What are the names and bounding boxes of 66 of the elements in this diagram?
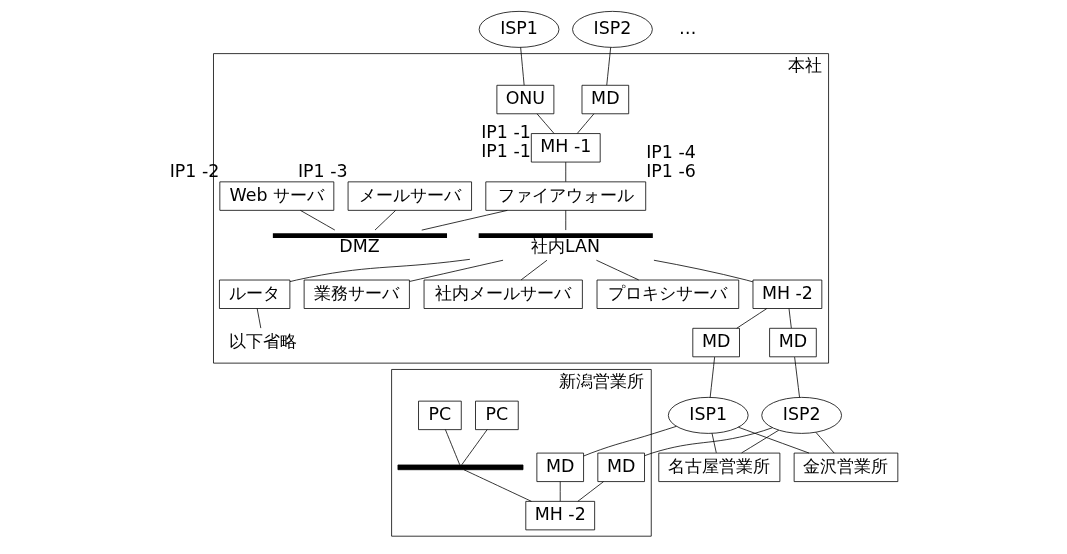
connector: [256, 308, 262, 329]
connector: [409, 259, 504, 282]
node-box: PC: [418, 400, 462, 431]
label: …: [678, 17, 697, 38]
node-box: 社内メールサーバ: [423, 279, 583, 309]
node-box: MH -1: [530, 133, 601, 163]
connector: [520, 259, 548, 281]
connector: [606, 47, 612, 86]
node-box: 金沢営業所: [793, 452, 899, 482]
connector: [559, 481, 561, 502]
connector: [445, 429, 461, 466]
connector: [565, 210, 567, 231]
connector: [577, 481, 604, 502]
node-ellipse: ISP1: [478, 10, 560, 48]
node-box: MD: [581, 84, 630, 115]
connector: [794, 356, 800, 398]
connector: [788, 308, 792, 329]
node-label: IP1 -1: [481, 122, 531, 142]
connector: [461, 429, 488, 466]
connector: [536, 113, 555, 134]
node-box: PC: [475, 400, 519, 431]
connector: [815, 432, 835, 454]
node-box: ONU: [496, 84, 555, 115]
node-ellipse: ISP2: [761, 396, 842, 434]
node-label: 社内LAN: [530, 235, 600, 256]
node-text: 以下省略: [229, 330, 298, 351]
connector: [741, 429, 780, 454]
node-box: MD: [597, 452, 645, 482]
node-label: DMZ: [339, 235, 380, 256]
connector: [374, 210, 397, 231]
connector: [736, 308, 768, 329]
connector: [463, 469, 532, 502]
node-box: [478, 233, 653, 239]
connector: [520, 47, 525, 86]
connector: [583, 425, 677, 457]
node-box: 名古屋営業所: [658, 452, 781, 482]
connector: [300, 210, 336, 231]
node-label: IP1 -4: [646, 141, 696, 162]
node-label: IP1 -3: [297, 160, 348, 181]
connector: [565, 161, 567, 183]
node-label: IP1 -1: [481, 141, 531, 161]
node-box: MD: [769, 327, 817, 358]
node-box: 業務サーバ: [303, 279, 410, 309]
connector: [738, 426, 810, 454]
node-box: ルータ: [219, 279, 291, 309]
node-box: ファイアウォール: [485, 181, 647, 211]
node-box: MD: [536, 452, 584, 482]
node-label: IP1 -6: [646, 160, 696, 181]
connector: [711, 432, 717, 454]
connector: [421, 210, 508, 231]
connector: [289, 258, 471, 282]
connector: [644, 427, 773, 457]
node-box: MH -2: [525, 500, 596, 531]
node-box: MH -2: [752, 279, 823, 309]
connector: [709, 356, 716, 398]
connector: [653, 259, 754, 283]
node-box: プロキシサーバ: [596, 279, 740, 309]
node-box: [272, 233, 447, 239]
node-ellipse: ISP2: [572, 10, 653, 48]
node-bar: [397, 464, 524, 471]
connector: [596, 259, 640, 281]
node-box: Web サーバ: [219, 181, 335, 211]
node-ellipse: ISP1: [667, 396, 749, 434]
node-box: メールサーバ: [347, 181, 472, 211]
node-box: MD: [692, 327, 740, 358]
connector: [576, 113, 595, 134]
